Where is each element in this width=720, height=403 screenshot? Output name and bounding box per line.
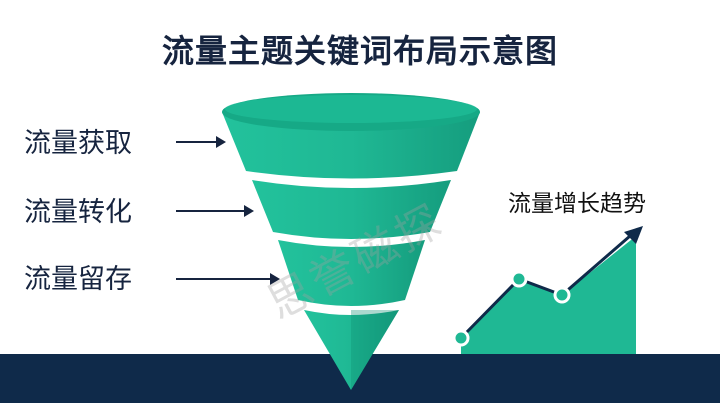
funnel-segment-top (222, 112, 480, 179)
trend-arrowhead (624, 226, 643, 244)
stage-label-convert: 流量转化 (24, 197, 132, 228)
trend-area (461, 236, 636, 354)
trend-label: 流量增长趋势 (508, 191, 646, 217)
funnel-segment-middle (252, 180, 451, 239)
trend-point-2 (510, 270, 528, 288)
page-title: 流量主题关键词布局示意图 (161, 32, 558, 70)
funnel-segment-lower (278, 240, 425, 306)
arrow-convert (176, 205, 254, 217)
trend-point-1 (452, 329, 470, 347)
stage-label-retain: 流量留存 (24, 264, 132, 295)
trend-line (459, 234, 631, 340)
arrow-acquire (176, 136, 226, 148)
funnel-segment-tip (304, 310, 399, 390)
arrow-retain (176, 273, 280, 285)
stage-label-acquire: 流量获取 (24, 128, 132, 159)
trend-point-3 (553, 286, 571, 304)
